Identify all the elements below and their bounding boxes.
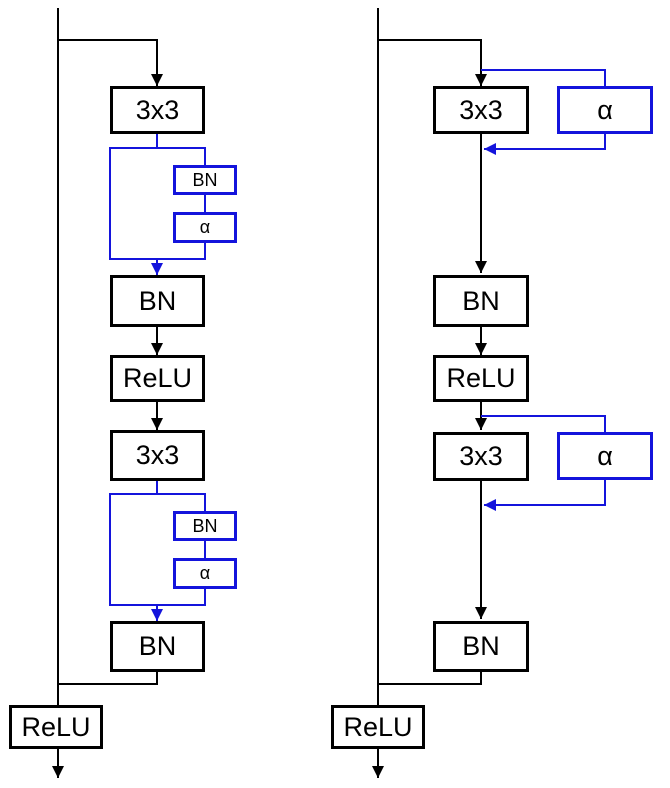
right-alpha1-in <box>481 69 606 86</box>
right-alpha2-in <box>481 415 606 432</box>
left-branch2-alpha-box: α <box>173 558 237 589</box>
right-bn2-box: BN <box>433 621 529 672</box>
right-main-path <box>372 8 487 778</box>
right-alpha1-out <box>484 134 606 155</box>
right-branch-paths <box>481 69 606 511</box>
right-bn1-box: BN <box>433 275 529 327</box>
left-merge-line <box>58 672 158 685</box>
left-branch1-skip <box>109 134 158 260</box>
left-branch-paths <box>109 134 206 621</box>
right-alpha2-box: α <box>557 432 653 480</box>
left-bn1-box: BN <box>110 275 205 327</box>
right-conv2-box: 3x3 <box>433 432 529 481</box>
left-branch1-bn-box: BN <box>173 165 237 195</box>
left-conv1-box: 3x3 <box>110 86 205 134</box>
left-relu-box: ReLU <box>110 355 205 402</box>
right-alpha2-out <box>484 480 606 511</box>
right-relu-box: ReLU <box>433 355 529 402</box>
left-conv2-box: 3x3 <box>110 430 205 481</box>
right-alpha1-box: α <box>557 86 653 134</box>
left-bn2-box: BN <box>110 621 205 672</box>
right-output-relu-box: ReLU <box>331 705 425 749</box>
left-output-relu-box: ReLU <box>9 705 103 749</box>
left-branch2-bn-box: BN <box>173 511 237 541</box>
left-main-path <box>52 8 163 778</box>
left-input-arrow <box>58 39 163 86</box>
right-input-arrow <box>378 39 487 86</box>
left-branch2-skip <box>109 481 158 606</box>
right-conv1-box: 3x3 <box>433 86 529 134</box>
right-merge-line <box>378 672 482 685</box>
left-branch1-alpha-box: α <box>173 212 237 243</box>
